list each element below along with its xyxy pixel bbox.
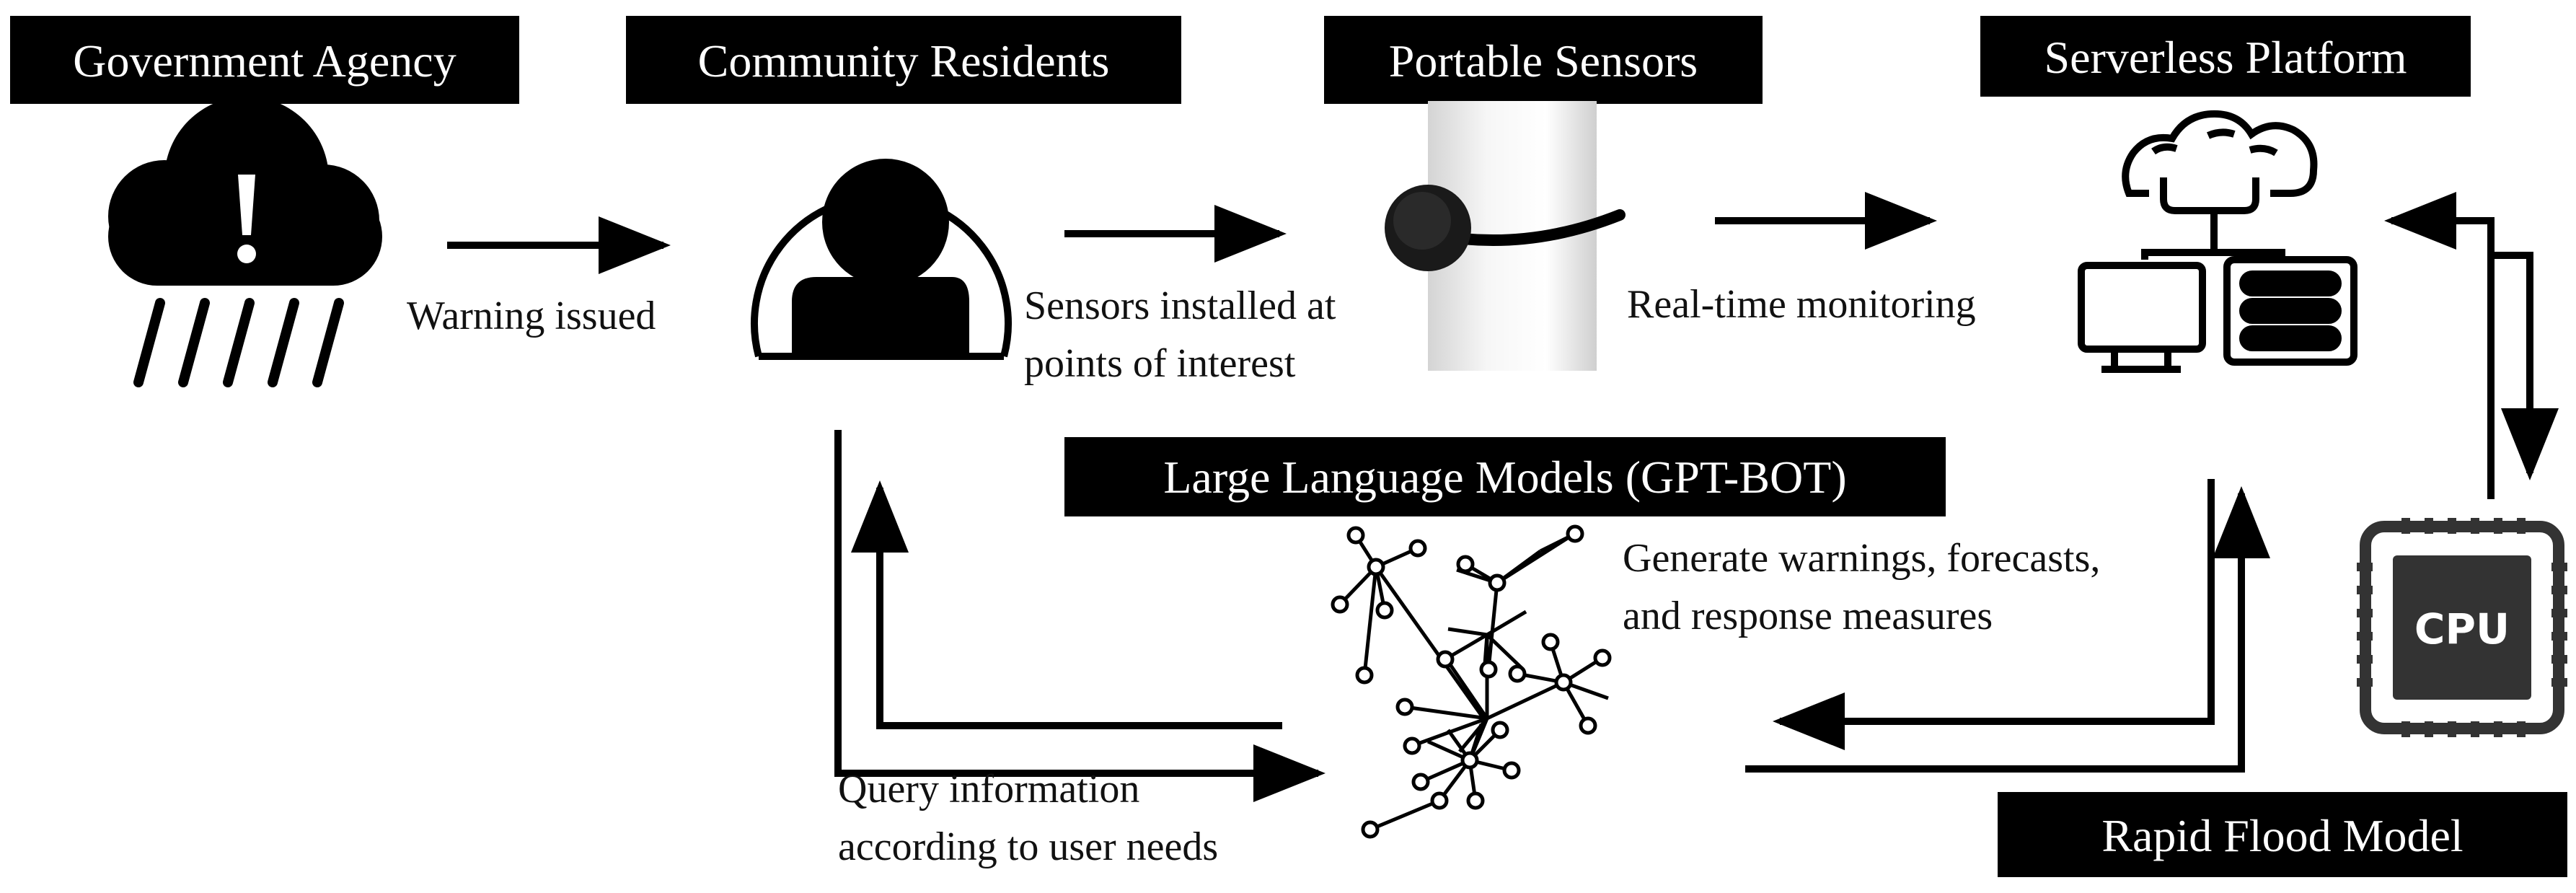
arrow-llm-to-residents (851, 480, 1282, 729)
arrow-residents-to-llm (834, 430, 1326, 802)
caption-query-line1: Query information (838, 767, 1139, 811)
label-portable-sensors: Portable Sensors (1324, 16, 1763, 104)
caption-sensors-line2: points of interest (1024, 341, 1296, 386)
caption-sensors-line1: Sensors installed at (1024, 283, 1336, 328)
label-community-residents: Community Residents (626, 16, 1181, 104)
rapid-flood-model-text: Rapid Flood Model (2101, 810, 2463, 861)
sensor-icon (1385, 101, 1626, 371)
label-serverless-platform: Serverless Platform (1980, 16, 2471, 97)
government-agency-text: Government Agency (73, 35, 456, 87)
portable-sensors-text: Portable Sensors (1389, 35, 1698, 87)
caption-realtime: Real-time monitoring (1627, 282, 1976, 327)
caption-warning-issued: Warning issued (407, 294, 656, 338)
community-residents-text: Community Residents (698, 35, 1110, 87)
cloud-server-icon (2078, 110, 2357, 373)
label-llm: Large Language Models (GPT-BOT) (1064, 437, 1946, 516)
cpu-label: CPU (2414, 604, 2510, 654)
caption-query-line2: according to user needs (838, 824, 1218, 869)
serverless-platform-text: Serverless Platform (2045, 32, 2407, 83)
caption-generate-line1: Generate warnings, forecasts, (1623, 536, 2100, 581)
arrow-platform-to-cpu (2491, 252, 2559, 480)
arrow-platform-to-llm (1773, 479, 2215, 750)
person-icon (751, 159, 1012, 360)
arrow-cpu-to-platform (2384, 192, 2495, 499)
llm-text: Large Language Models (GPT-BOT) (1163, 452, 1846, 503)
network-graph-icon (1331, 524, 1612, 839)
storm-cloud-icon (108, 97, 382, 387)
cpu-chip-icon: CPU (2357, 518, 2567, 737)
arrow-llm-to-platform (1745, 486, 2270, 773)
label-rapid-flood-model: Rapid Flood Model (1998, 792, 2567, 877)
caption-generate-line2: and response measures (1623, 594, 1993, 638)
label-government-agency: Government Agency (10, 16, 519, 104)
